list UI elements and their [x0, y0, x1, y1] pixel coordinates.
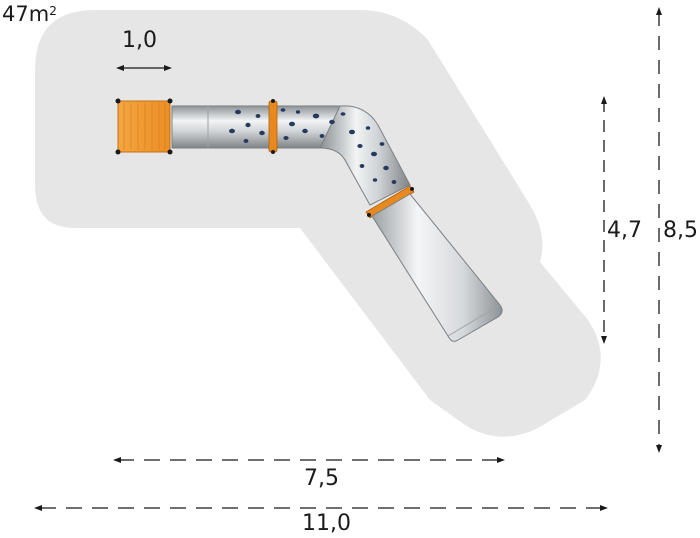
dim-platform-width-label: 1,0	[122, 28, 157, 53]
tube-slide	[171, 99, 503, 342]
dimension-lines	[34, 7, 662, 511]
slide-chute	[371, 193, 503, 342]
post-marker	[167, 149, 173, 155]
post-marker	[167, 98, 173, 104]
dim-slide-height-label: 4,7	[607, 218, 642, 243]
ring-clamp	[268, 99, 278, 154]
dim-total-height-label: 8,5	[663, 218, 698, 243]
dim-platform-width-line	[116, 65, 172, 71]
platform	[115, 98, 173, 155]
dim-total-height-line	[656, 7, 662, 453]
area-superscript: 2	[49, 4, 57, 18]
safety-zone	[35, 10, 601, 437]
post-marker	[115, 149, 121, 155]
ring-clamp	[365, 185, 415, 219]
dim-total-width-label: 11,0	[302, 511, 351, 536]
area-value: 47m	[2, 2, 50, 26]
dim-total-width-line	[34, 505, 608, 511]
tube-spots	[229, 108, 397, 184]
dim-slide-width-label: 7,5	[304, 466, 339, 491]
dim-slide-width-line	[113, 457, 505, 463]
post-marker	[115, 98, 121, 104]
dim-slide-height-line	[601, 96, 607, 344]
area-label: 47m2	[2, 4, 57, 25]
